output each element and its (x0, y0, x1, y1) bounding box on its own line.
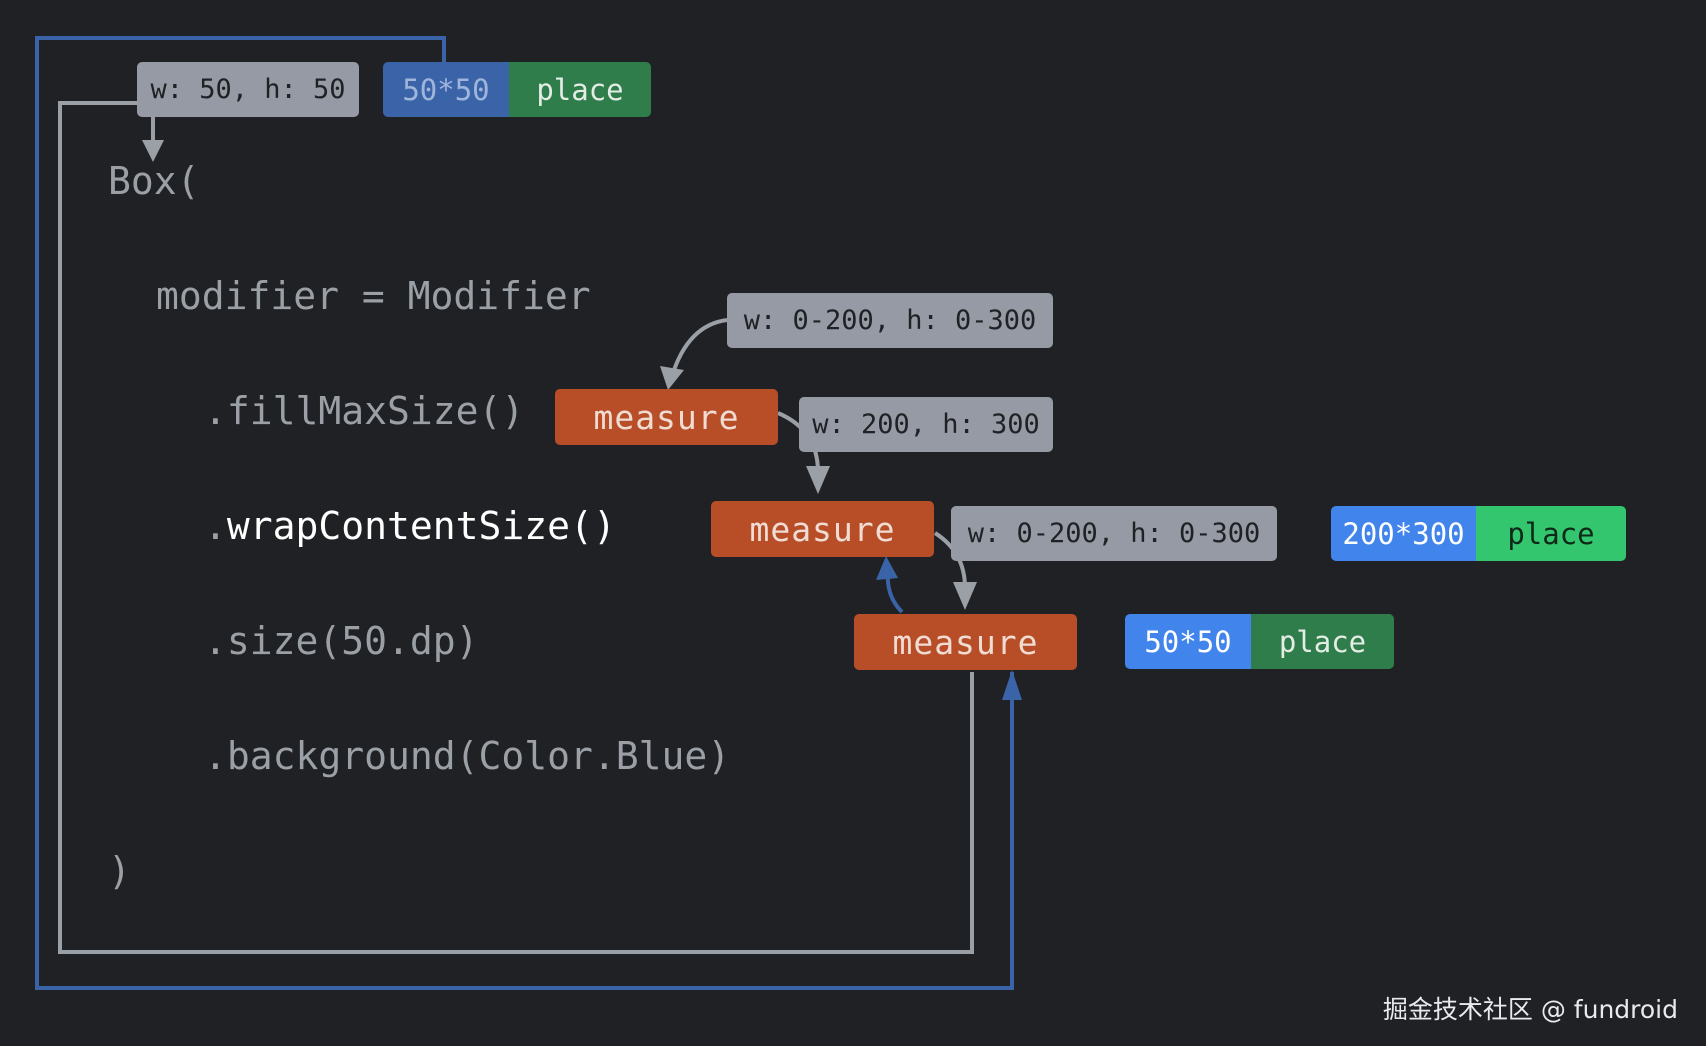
box-place-pill: place (509, 62, 651, 117)
box-size-pill: 50*50 (383, 62, 509, 117)
code-background: .background(Color.Blue) (204, 734, 731, 778)
code-wrap-dot: . (204, 504, 227, 548)
code-box-open: Box( (108, 159, 200, 203)
code-size: .size(50.dp) (204, 619, 479, 663)
fill-measure-pill: measure (555, 389, 778, 445)
box-constraint-pill: w: 50, h: 50 (137, 62, 359, 117)
wrap-constraint-out-pill: w: 0-200, h: 0-300 (951, 506, 1277, 561)
code-wrapcontentsize: .wrapContentSize() (204, 507, 616, 545)
code-box-close: ) (108, 849, 131, 893)
inner-gray-wire (58, 101, 974, 954)
blue-up-arrowhead-bottom (1002, 670, 1022, 700)
code-fillmaxsize: .fillMaxSize() (204, 389, 525, 433)
code-wrap-name: wrapContentSize() (226, 504, 616, 548)
gray-curve-to-fill-measure (670, 318, 728, 377)
size-measure-pill: measure (854, 614, 1077, 670)
wrap-place-pill: place (1476, 506, 1626, 561)
fill-constraint-out-pill: w: 200, h: 300 (799, 397, 1053, 452)
wrap-size-pill: 200*300 (1331, 506, 1476, 561)
watermark-text: 掘金技术社区 @ fundroid (1382, 995, 1678, 1024)
outer-blue-wire (35, 36, 1014, 990)
wrap-measure-pill: measure (711, 501, 934, 557)
fill-constraint-in-pill: w: 0-200, h: 0-300 (727, 293, 1053, 348)
size-place-pill: place (1251, 614, 1394, 669)
size-size-pill: 50*50 (1125, 614, 1251, 669)
code-modifier: modifier = Modifier (156, 274, 591, 318)
